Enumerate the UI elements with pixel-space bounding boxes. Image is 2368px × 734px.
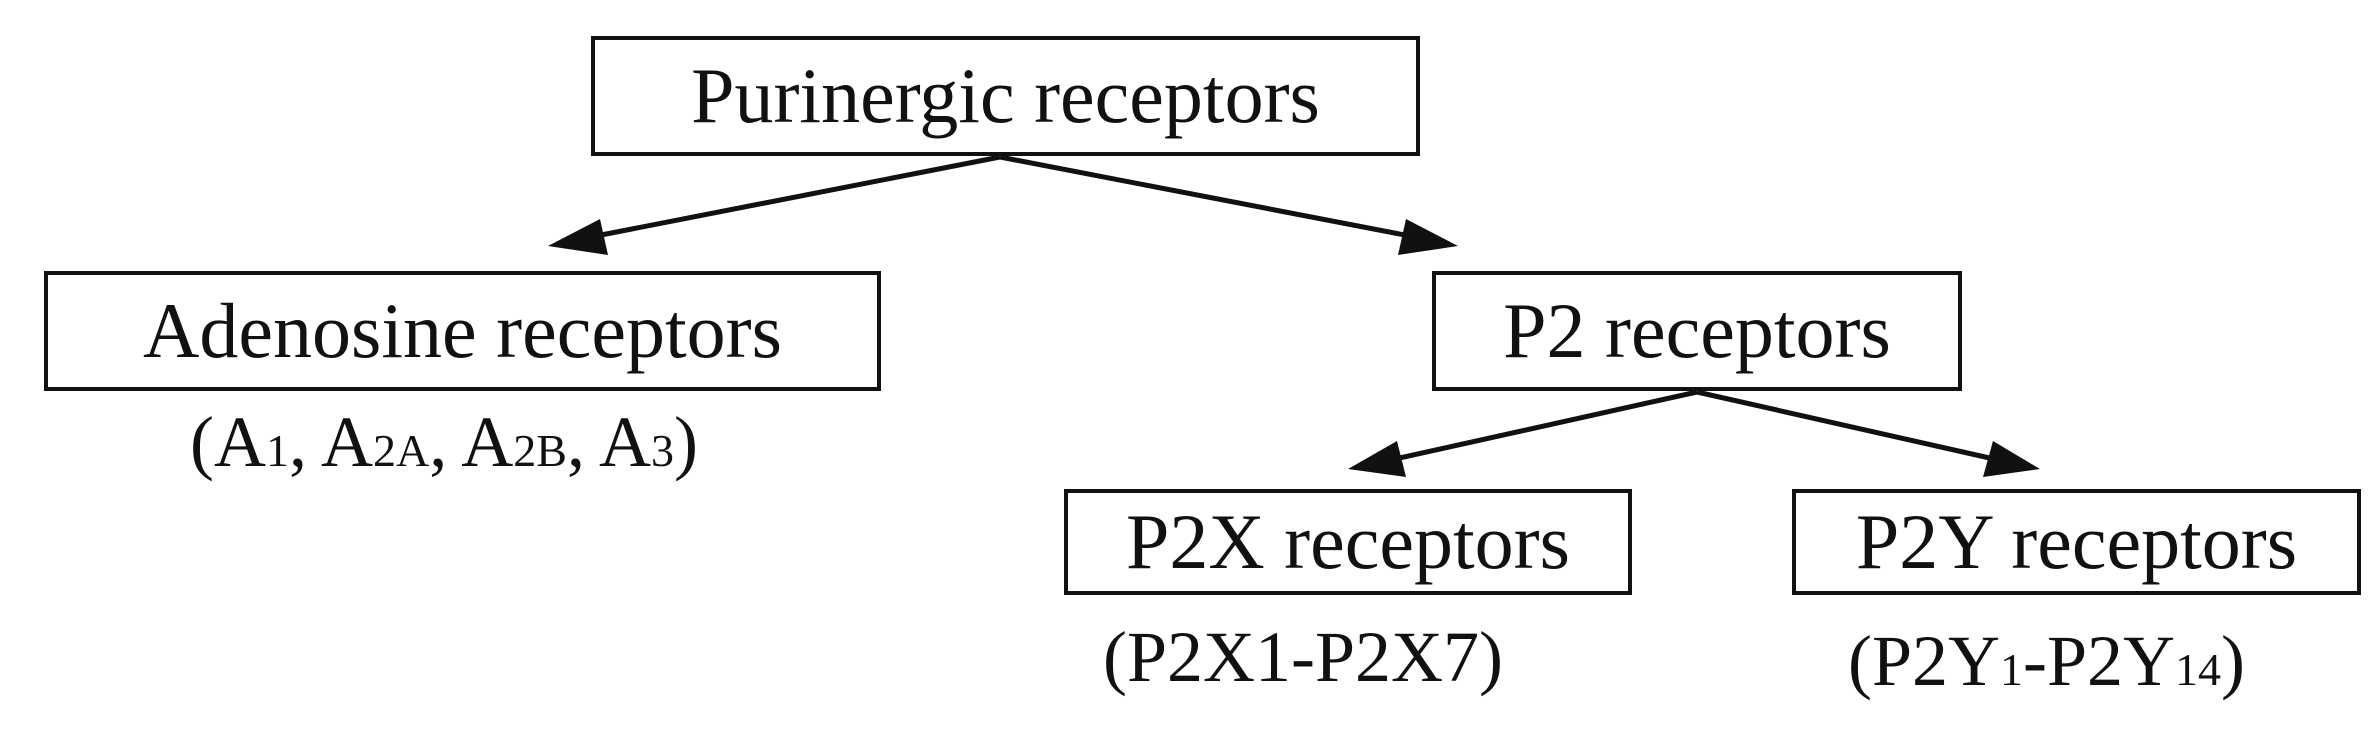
p2x-receptors-box: P2X receptors	[1064, 489, 1632, 595]
arrow-p2-to-p2x	[1394, 389, 1698, 462]
arrowhead-p2	[1398, 219, 1458, 255]
arrow-p2-to-p2y	[1696, 389, 1995, 462]
p2y-subtypes: (P2Y1-P2Y14)	[1848, 621, 2246, 701]
subscript-p2y14: 14	[2175, 644, 2222, 695]
arrowhead-p2x	[1348, 441, 1406, 477]
p2y-receptors-label: P2Y receptors	[1855, 498, 2298, 585]
subscript-p2y1: 1	[2000, 644, 2024, 695]
arrow-root-to-p2	[999, 154, 1411, 239]
subscript-a1: 1	[265, 425, 289, 476]
arrowhead-p2y	[1983, 441, 2040, 477]
p2x-subtypes: (P2X1-P2X7)	[1103, 617, 1504, 697]
adenosine-subtypes: (A1, A2A, A2B, A3)	[190, 402, 698, 482]
purinergic-receptors-box: Purinergic receptors	[591, 36, 1420, 156]
arrowhead-adenosine	[548, 219, 608, 255]
adenosine-receptors-label: Adenosine receptors	[143, 287, 782, 374]
subscript-a2a: 2A	[373, 425, 430, 476]
p2-receptors-label: P2 receptors	[1503, 287, 1891, 374]
subscript-a3: 3	[651, 425, 674, 476]
adenosine-receptors-box: Adenosine receptors	[44, 271, 881, 391]
purinergic-receptors-label: Purinergic receptors	[691, 52, 1320, 139]
p2y-receptors-box: P2Y receptors	[1792, 489, 2361, 595]
arrow-root-to-adenosine	[595, 154, 1001, 239]
p2-receptors-box: P2 receptors	[1432, 271, 1962, 391]
subscript-a2b: 2B	[513, 425, 567, 476]
p2x-receptors-label: P2X receptors	[1125, 498, 1571, 585]
